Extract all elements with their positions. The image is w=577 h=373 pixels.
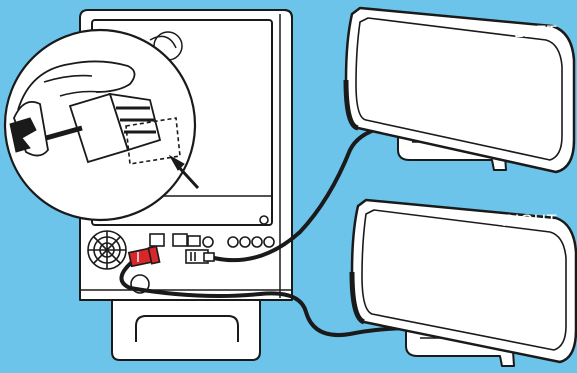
left-grille-edge — [355, 17, 563, 161]
thumbnail-shadow — [9, 117, 37, 153]
socket-b — [172, 233, 188, 247]
cable-right — [119, 260, 416, 337]
right-speaker-label: RIGHT — [502, 211, 558, 230]
left-speaker-label: LEFT — [514, 22, 558, 41]
socket-round — [202, 236, 214, 248]
socket-a — [149, 233, 165, 247]
plug-white-icon — [185, 249, 215, 264]
arrow-icon — [168, 154, 200, 190]
rear-connector-panel — [87, 215, 275, 294]
plug-red-icon — [127, 245, 161, 268]
stand-slot — [135, 315, 239, 342]
indicator-dot — [259, 215, 269, 225]
socket-c — [187, 235, 201, 247]
left-body — [344, 6, 576, 174]
right-grille-edge — [361, 209, 567, 351]
cable-left — [212, 122, 410, 263]
speaker-left — [343, 6, 576, 174]
zoom-callout — [3, 28, 200, 222]
hand-fingers — [17, 60, 136, 111]
speaker-right — [349, 198, 577, 367]
zoomed-plug — [45, 92, 162, 164]
speaker-cables — [119, 122, 416, 337]
fan-grille — [87, 230, 127, 270]
